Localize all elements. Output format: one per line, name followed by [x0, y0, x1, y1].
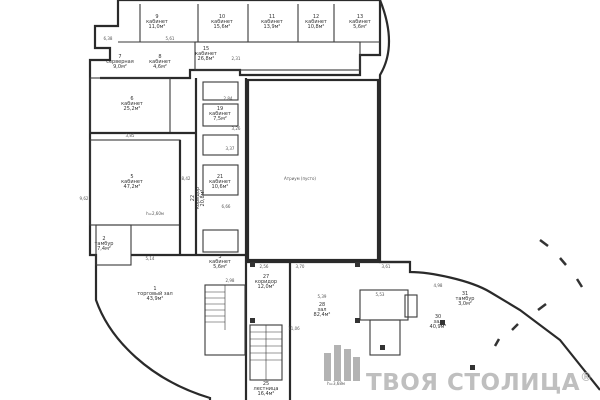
dim-label: 11,06 — [288, 326, 300, 331]
atrium-void — [246, 78, 380, 262]
stairs-left — [204, 284, 246, 356]
dim-label: 3,85 — [126, 133, 135, 138]
atrium-label: Атриум (пусто) — [284, 176, 316, 181]
top-offices — [118, 4, 380, 71]
dim-label: 4,98 — [434, 283, 443, 288]
dim-label: 2,98 — [226, 278, 235, 283]
facade-windows — [493, 239, 584, 347]
dim-label: 8,42 — [182, 176, 191, 181]
dim-label: 3,26 — [232, 126, 241, 131]
hall-height-label: h=3,68м — [327, 381, 345, 386]
dim-label: 3,61 — [382, 264, 391, 269]
dim-label: 6,38 — [104, 36, 113, 41]
watermark-logo-icon — [324, 345, 360, 381]
dim-label: 3,37 — [226, 146, 235, 151]
dim-label: 5,53 — [376, 292, 385, 297]
dim-label: 2,84 — [224, 96, 233, 101]
height-label: h=2,60м — [146, 211, 164, 216]
left-offices — [89, 77, 246, 266]
outer-wall-right — [378, 0, 600, 391]
dim-label: 9,62 — [80, 196, 89, 201]
dim-label: 6,66 — [222, 204, 231, 209]
dim-label: 3,70 — [296, 264, 305, 269]
columns — [250, 262, 475, 370]
outer-wall — [88, 0, 382, 400]
hall-region — [246, 260, 418, 400]
watermark-registered: ® — [580, 370, 593, 384]
stairs-right — [249, 324, 283, 381]
dim-label: 5,61 — [166, 36, 175, 41]
watermark-text: ТВОЯ СТОЛИЦА® — [366, 370, 593, 396]
dim-label: 5,14 — [146, 256, 155, 261]
watermark-brand: ТВОЯ СТОЛИЦА — [366, 370, 581, 396]
room-label-22: 22коридор20,8м² — [190, 187, 206, 209]
dim-label: 2,56 — [260, 264, 269, 269]
dimension-labels: 6,38 5,61 9,62 3,85 8,42 5,14 2,98 3,70 … — [80, 36, 443, 331]
central-rooms — [194, 78, 248, 400]
dim-label: 2,31 — [232, 56, 241, 61]
dim-label: 5,39 — [318, 294, 327, 299]
